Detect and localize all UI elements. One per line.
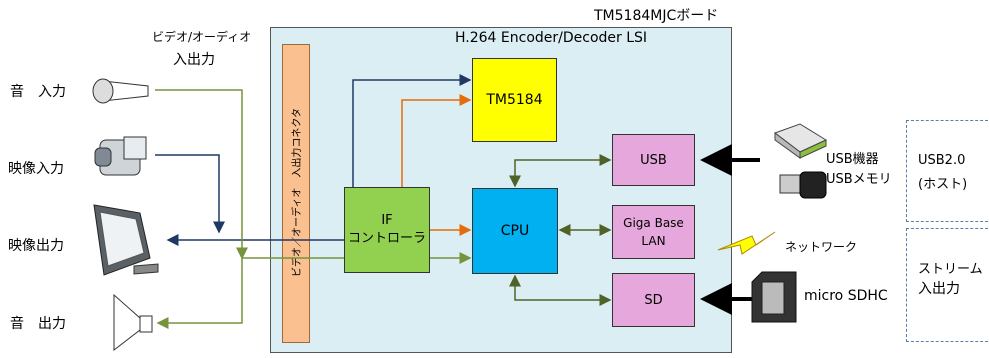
usb-host-line2: (ホスト): [918, 177, 968, 192]
audio-in-wire: [155, 89, 248, 260]
video-output-label: 映像出力: [8, 238, 64, 254]
sd-label: SD: [644, 292, 663, 308]
microphone-icon: [92, 78, 149, 104]
audio-input-label: 音 入力: [10, 84, 66, 100]
usb-host-panel: [906, 120, 989, 222]
if-controller-block: IF コントローラ: [344, 187, 430, 273]
sdhc-label: micro SDHC: [804, 288, 888, 304]
usb-device-icon: [773, 123, 828, 159]
av-connector: [282, 44, 310, 343]
tm5184-label: TM5184: [486, 92, 543, 108]
lan-label-line1: Giga Base: [623, 216, 684, 230]
cpu-block: CPU: [472, 188, 558, 274]
usb-host-line1: USB2.0: [918, 153, 966, 168]
audio-output-label: 音 出力: [10, 316, 66, 332]
orange-to-tm-wire: [401, 94, 472, 187]
sd-card-icon: [751, 271, 797, 323]
tm5184-block: TM5184: [472, 58, 557, 142]
stream-line2: 入出力: [918, 281, 960, 297]
monitor-icon: [93, 204, 159, 276]
usb-label: USB: [640, 152, 667, 168]
speaker-icon: [113, 293, 153, 352]
usb-memory-icon: [779, 171, 827, 199]
lightning-icon: [717, 231, 776, 255]
video-camera-icon: [94, 136, 147, 176]
video-in-wire: [155, 154, 225, 234]
usb-device-label: USB機器: [826, 152, 879, 167]
av-header-line1: ビデオ/オーディオ: [152, 30, 252, 44]
lan-block: Giga Base LAN: [612, 205, 695, 259]
cpu-label: CPU: [500, 223, 530, 239]
lsi-title: H.264 Encoder/Decoder LSI: [455, 30, 648, 46]
if-label: IF: [381, 213, 393, 228]
board-title: TM5184MJCボード: [594, 8, 719, 24]
sd-block: SD: [612, 273, 695, 327]
usb-block: USB: [612, 134, 695, 186]
stream-line1: ストリーム: [918, 262, 983, 277]
cpu-sd-wire: [509, 274, 612, 306]
usb-memory-label: USBメモリ: [826, 172, 892, 187]
av-header-line2: 入出力: [173, 52, 215, 68]
if-to-tm-wire: [352, 74, 472, 187]
network-label: ネットワーク: [785, 240, 858, 254]
video-input-label: 映像入力: [8, 161, 64, 177]
controller-label: コントローラ: [347, 231, 426, 246]
stream-panel: [906, 228, 989, 342]
cpu-usb-wire: [509, 154, 612, 188]
lan-label-line2: LAN: [641, 234, 666, 248]
audio-out-wire: [156, 258, 243, 329]
